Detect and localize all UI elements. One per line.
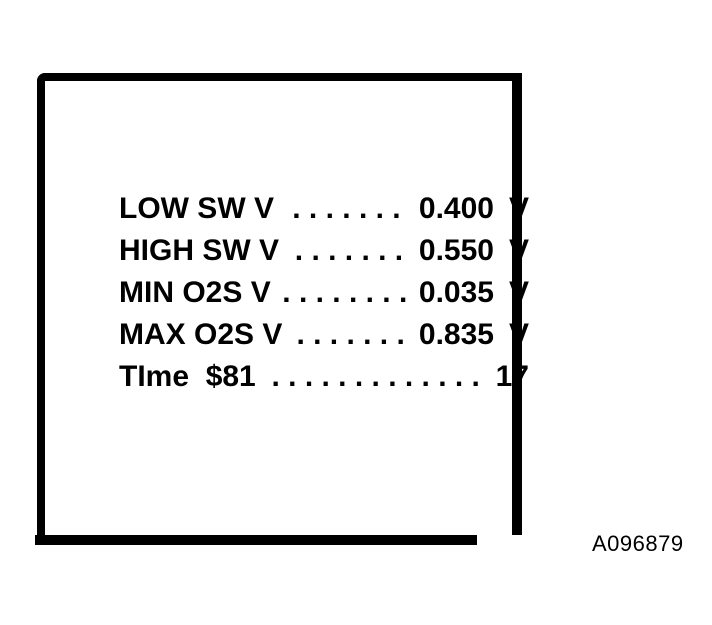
data-row-low-sw-v: LOW SW V . . . . . . . 0.400 V xyxy=(119,188,529,230)
tester-display-box: LOW SW V . . . . . . . 0.400 V HIGH SW V… xyxy=(37,73,529,535)
parameter-value: 0.035 xyxy=(418,276,494,309)
data-row-high-sw-v: HIGH SW V . . . . . . . 0.550 V xyxy=(119,230,529,272)
data-row-min-o2s-v: MIN O2S V . . . . . . . . 0.035 V xyxy=(119,272,529,314)
dot-leader: . . . . . . . xyxy=(292,192,401,225)
parameter-label: MAX O2S V xyxy=(119,318,283,351)
parameter-label: LOW SW V xyxy=(119,192,274,225)
parameter-label: TIme $81 xyxy=(119,360,256,393)
data-list: LOW SW V . . . . . . . 0.400 V HIGH SW V… xyxy=(119,188,529,398)
figure-code-label: A096879 xyxy=(592,531,684,556)
dot-leader: . . . . . . . . xyxy=(282,276,408,309)
dot-leader: . . . . . . . xyxy=(294,234,404,267)
data-row-max-o2s-v: MAX O2S V . . . . . . . 0.835 V xyxy=(119,314,529,356)
data-row-time-81: TIme $81 . . . . . . . . . . . . . 17 xyxy=(119,356,529,398)
box-shadow-right-bar xyxy=(512,73,522,535)
parameter-value: 0.400 xyxy=(418,192,494,225)
parameter-value: 0.550 xyxy=(418,234,494,267)
parameter-label: MIN O2S V xyxy=(119,276,271,309)
parameter-label: HIGH SW V xyxy=(119,234,280,267)
dot-leader: . . . . . . . . . . . . . xyxy=(271,360,480,393)
box-shadow-bottom-bar xyxy=(35,535,477,545)
parameter-value: 0.835 xyxy=(418,318,494,351)
dot-leader: . . . . . . . xyxy=(296,318,405,351)
